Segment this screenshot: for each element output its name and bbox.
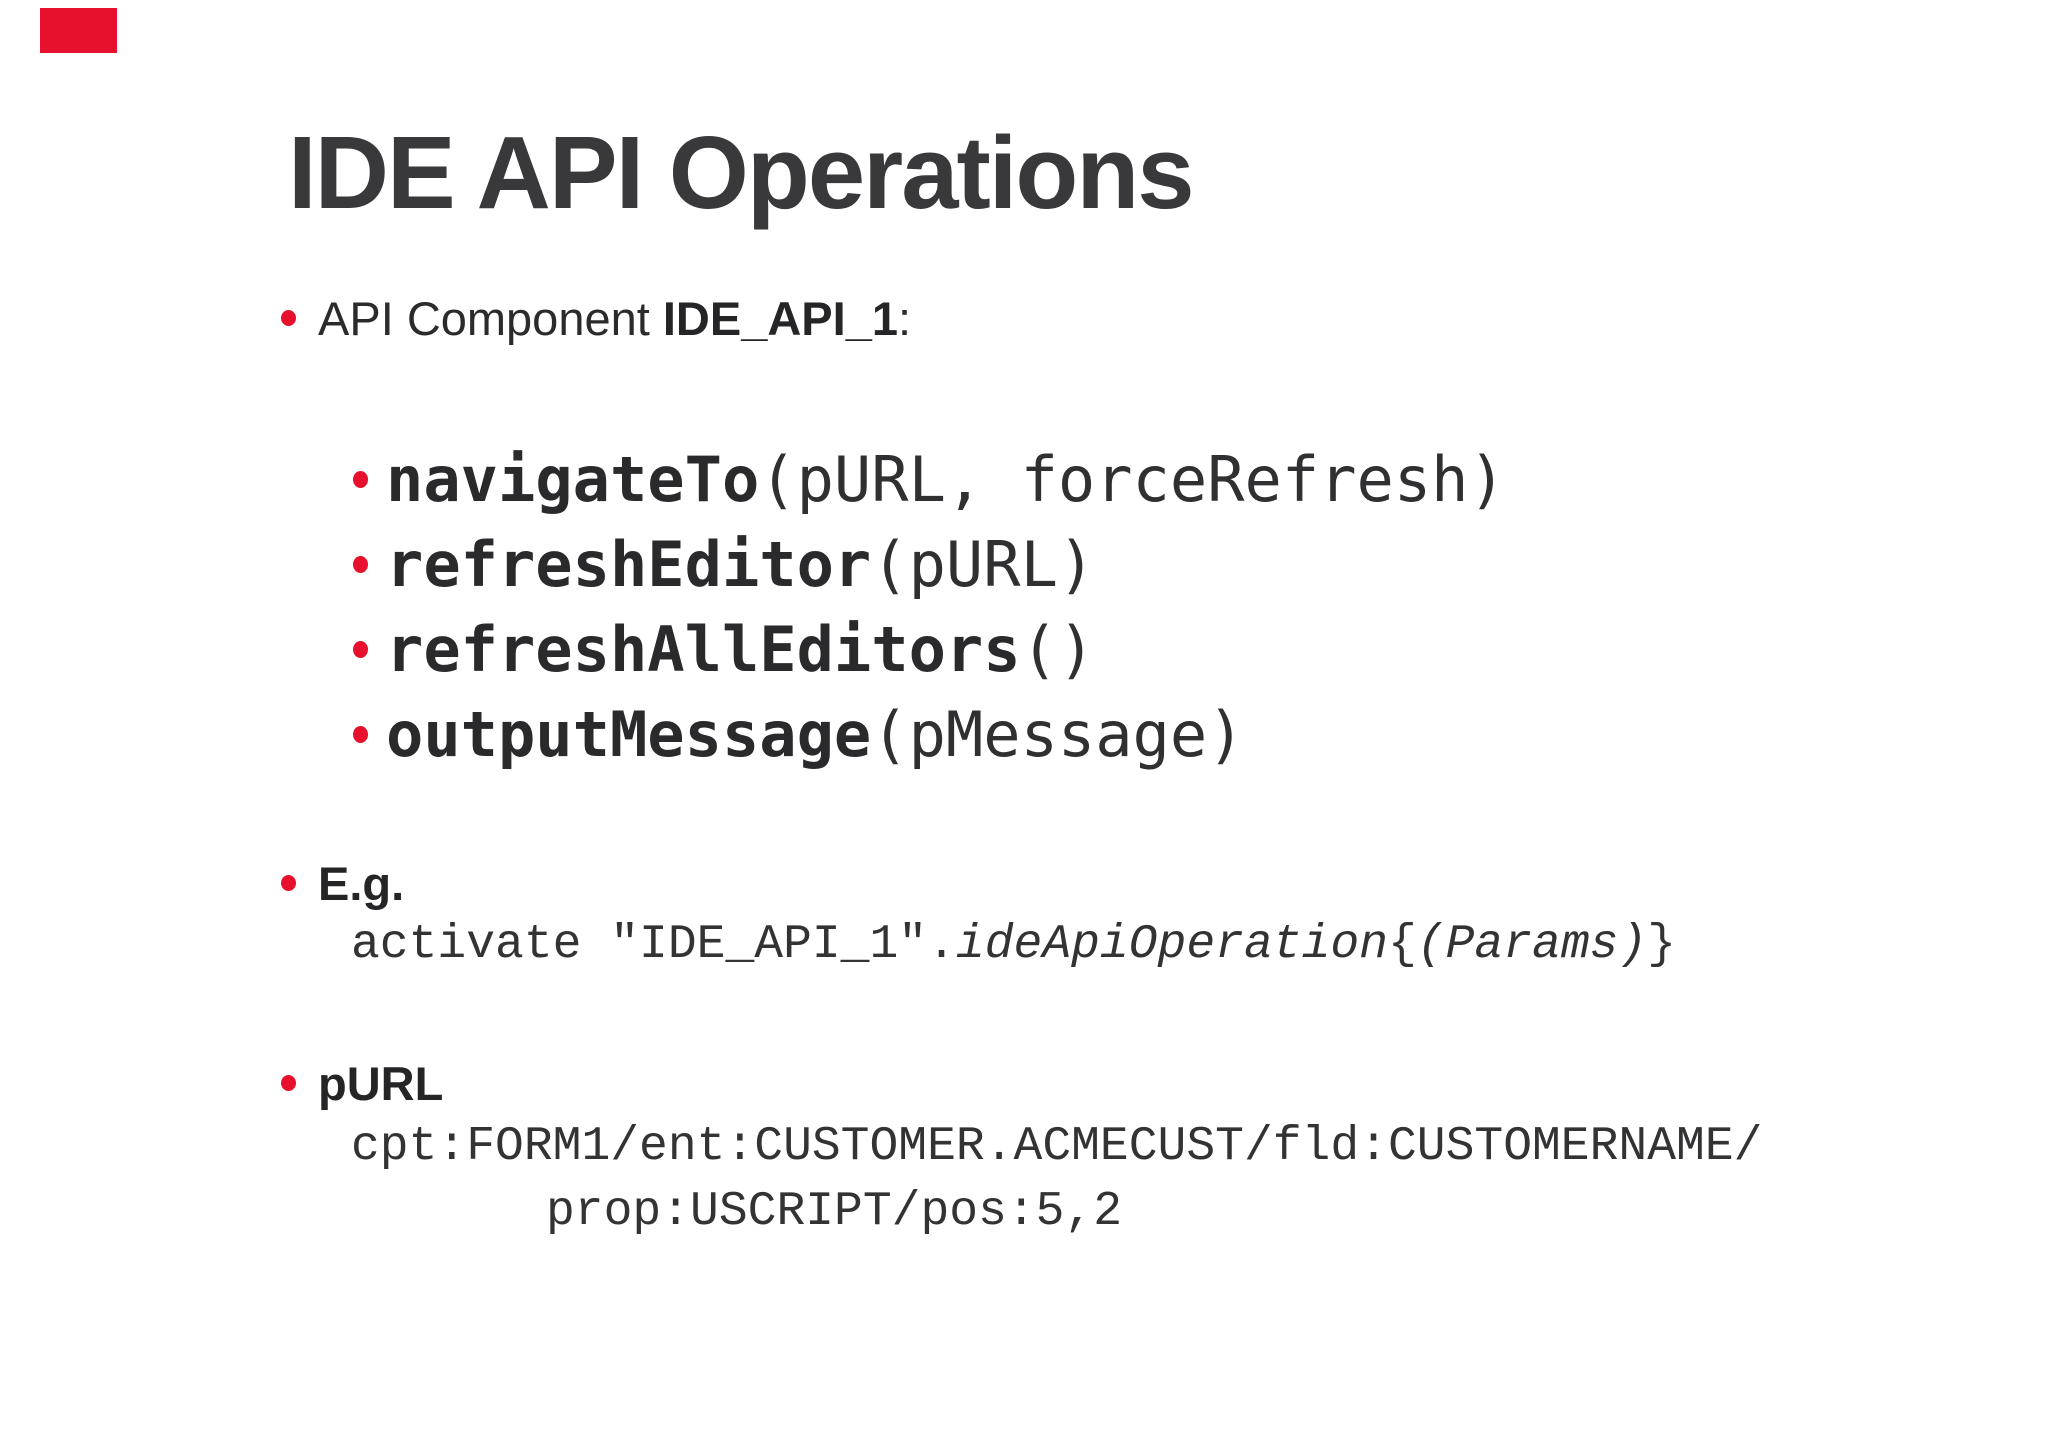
purl-example-line2: prop:USCRIPT/pos:5,2 [546,1185,1123,1239]
example-code-line: activate "IDE_API_1".ideApiOperation{(Pa… [351,915,1676,975]
code-params-placeholder: (Params) [1416,918,1648,972]
list-item: outputMessage(pMessage) [353,692,1506,777]
bullet-icon [281,1075,296,1091]
bullet-icon [281,310,296,326]
operation-args: (pURL, forceRefresh) [759,442,1506,516]
bullet-text-prefix: API Component [318,291,663,345]
code-prefix: activate "IDE_API_1". [351,918,956,972]
operation-name: outputMessage [386,697,872,771]
code-close-brace: } [1647,918,1677,972]
bullet-text-bold: IDE_API_1 [662,291,898,345]
bullet-purl: pURL [281,1053,443,1113]
operation-args: (pMessage) [871,697,1245,771]
bullet-icon [353,641,368,658]
operation-args: (pURL) [871,527,1096,601]
code-open-brace: { [1387,918,1417,972]
list-item: navigateTo(pURL, forceRefresh) [353,437,1506,522]
code-operation-placeholder: ideApiOperation [955,918,1388,972]
bullet-api-component-text: API Component IDE_API_1: [318,295,911,342]
list-item: refreshAllEditors() [353,607,1506,692]
purl-label: pURL [318,1056,444,1110]
example-label: E.g. [318,856,405,910]
bullet-api-component: API Component IDE_API_1: [281,288,911,348]
operation-name: navigateTo [386,442,760,516]
purl-example-line1: cpt:FORM1/ent:CUSTOMER.ACMECUST/fld:CUST… [351,1120,1763,1174]
brand-logo-bar [40,8,117,53]
bullet-icon [281,875,296,891]
bullet-text-suffix: : [897,291,912,345]
bullet-icon [353,471,368,488]
page-title: IDE API Operations [288,115,1195,230]
operation-name: refreshAllEditors [386,612,1021,686]
list-item: refreshEditor(pURL) [353,522,1506,607]
operation-args: () [1020,612,1096,686]
operations-list: navigateTo(pURL, forceRefresh) refreshEd… [353,437,1506,777]
bullet-example: E.g. [281,853,404,913]
bullet-icon [353,726,368,743]
bullet-icon [353,556,368,573]
operation-name: refreshEditor [386,527,872,601]
